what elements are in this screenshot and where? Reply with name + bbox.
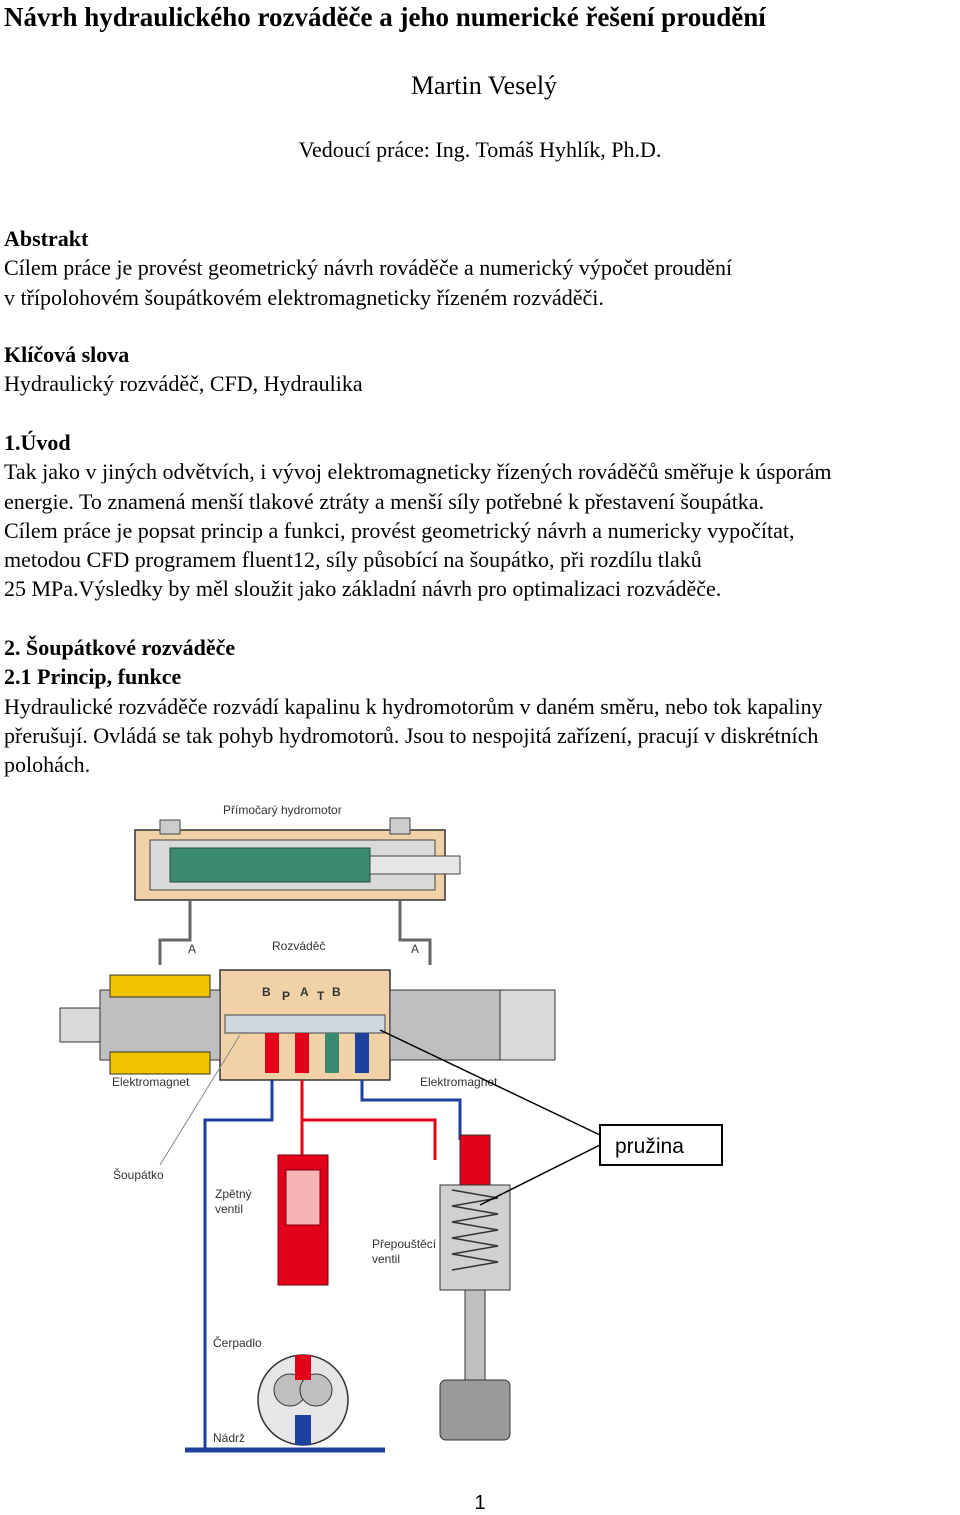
relief-valve-label: Přepouštěcí <box>372 1237 437 1251</box>
spool-label: Šoupátko <box>113 1167 164 1182</box>
body-line: polohách. <box>4 752 91 778</box>
callout-line-relief <box>479 1144 601 1206</box>
tank-label: Nádrž <box>213 1431 245 1445</box>
abstract-section: Abstrakt Cílem práce je provést geometri… <box>4 224 960 312</box>
page-number: 1 <box>474 1492 486 1514</box>
spool-pointer <box>159 1034 241 1166</box>
pressure-branch <box>302 1118 437 1160</box>
port-b2-label: B <box>332 985 341 999</box>
port-b-label: B <box>262 985 271 999</box>
line-cyl-b <box>158 900 192 965</box>
body-line: přerušují. Ovládá se tak pohyb hydromoto… <box>4 722 819 748</box>
port-a-label: A <box>300 985 309 999</box>
hydraulic-cylinder <box>134 817 461 901</box>
magnet-right-label: Elektromagnet <box>420 1075 498 1089</box>
subsection-heading: 2.1 Princip, funkce <box>4 664 182 690</box>
port-p-label: P <box>282 989 290 1003</box>
pump <box>257 1354 349 1446</box>
port-t-label: T <box>317 989 325 1003</box>
port-a-left-label: A <box>188 942 196 956</box>
spring-callout: pružina <box>599 1124 723 1166</box>
return-line-right <box>360 1080 462 1140</box>
section-heading: 2. Šoupátkové rozváděče <box>4 635 236 660</box>
keywords-text: Hydraulický rozváděč, CFD, Hydraulika <box>4 371 363 397</box>
port-a-right-label: A <box>411 942 419 956</box>
return-line-left <box>203 1080 274 1450</box>
supervisor-line: Vedoucí práce: Ing. Tomáš Hyhlík, Ph.D. <box>298 137 662 162</box>
spring-icon <box>451 1189 499 1271</box>
callout-line-valve <box>379 1029 601 1136</box>
keywords-section: Klíčová slova Hydraulický rozváděč, CFD,… <box>4 340 960 399</box>
keywords-heading: Klíčová slova <box>4 342 130 367</box>
cylinder-label: Přímočarý hydromotor <box>223 803 342 817</box>
check-valve-label: ventil <box>215 1202 243 1216</box>
intro-line: metodou CFD programem fluent12, síly půs… <box>4 547 702 573</box>
body-line: Hydraulické rozváděče rozvádí kapalinu k… <box>4 693 823 719</box>
hydraulic-diagram: Přímočarý hydromotor Rozváděč A <box>59 803 601 1453</box>
intro-section: 1.Úvod Tak jako v jiných odvětvích, i vý… <box>4 428 960 604</box>
magnet-left-label: Elektromagnet <box>112 1075 190 1089</box>
abstract-heading: Abstrakt <box>4 226 89 251</box>
author-name: Martin Veselý <box>410 71 558 100</box>
hydraulic-circuit-figure: Přímočarý hydromotor Rozváděč A <box>40 790 740 1470</box>
intro-line: Cílem práce je popsat princip a funkci, … <box>4 517 795 543</box>
intro-heading: 1.Úvod <box>4 430 71 455</box>
check-valve-label: Zpětný <box>215 1187 252 1201</box>
abstract-line: v třípolohovém šoupátkovém elektromagnet… <box>4 284 604 310</box>
intro-line: 25 MPa.Výsledky by měl sloužit jako zákl… <box>4 576 722 602</box>
valve-label: Rozváděč <box>272 939 325 953</box>
pump-label: Čerpadlo <box>213 1335 262 1350</box>
relief-valve <box>439 1134 511 1441</box>
spool-valves-section: 2. Šoupátkové rozváděče 2.1 Princip, fun… <box>4 633 960 779</box>
intro-line: Tak jako v jiných odvětvích, i vývoj ele… <box>4 459 832 485</box>
abstract-line: Cílem práce je provést geometrický návrh… <box>4 255 733 281</box>
check-valve <box>277 1154 329 1286</box>
directional-valve <box>59 969 556 1081</box>
document-title: Návrh hydraulického rozváděče a jeho num… <box>4 2 766 32</box>
relief-valve-label: ventil <box>372 1252 400 1266</box>
intro-line: energie. To znamená menší tlakové ztráty… <box>4 488 765 514</box>
line-cyl-a <box>398 900 432 965</box>
